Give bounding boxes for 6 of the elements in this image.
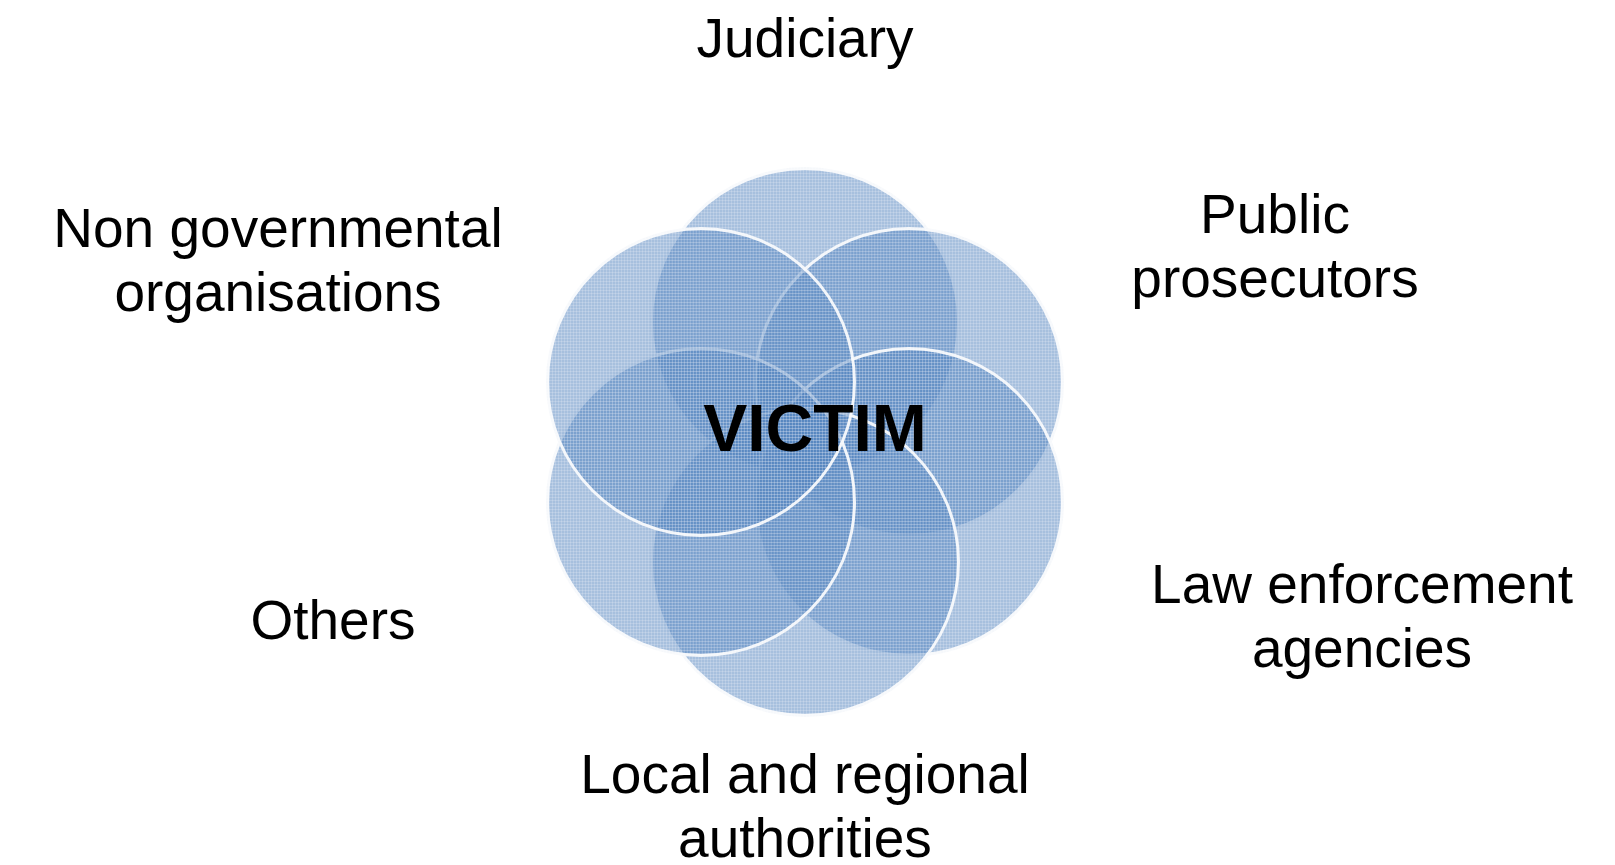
group-label: Law enforcement agencies xyxy=(1150,552,1574,680)
group-label: Local and regional authorities xyxy=(579,742,1031,865)
group-label: Non governmental organisations xyxy=(52,196,504,324)
group-label: Public prosecutors xyxy=(1130,182,1420,310)
group-label: Others xyxy=(249,588,417,652)
group-label: Judiciary xyxy=(695,6,915,70)
